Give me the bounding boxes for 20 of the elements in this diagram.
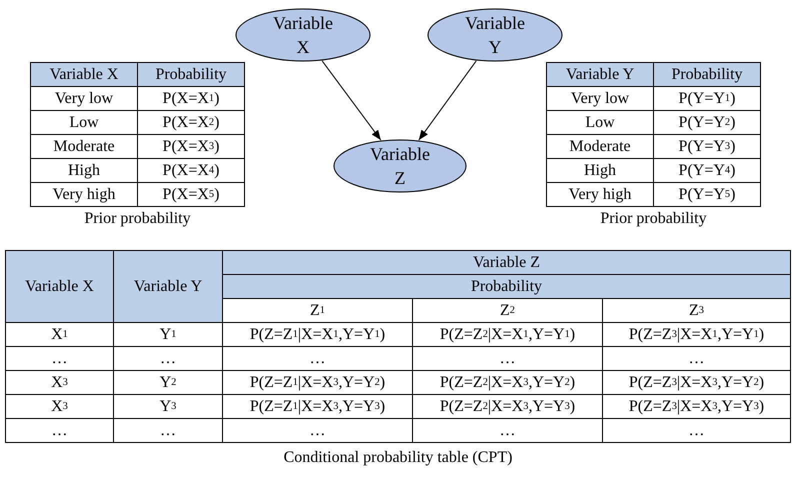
header-cell: Probability	[222, 274, 791, 299]
table-caption: Prior probability	[83, 210, 192, 229]
table-cell: …	[602, 418, 791, 443]
header-cell: Probability	[137, 62, 245, 87]
arrow	[418, 60, 477, 141]
table-caption: Prior probability	[599, 210, 708, 229]
header-cell: Variable Y	[113, 250, 223, 323]
node-label: Variable Z	[369, 143, 431, 190]
table-cell: …	[5, 418, 114, 443]
header-cell: Probability	[653, 62, 761, 87]
header-cell: Variable X	[5, 250, 114, 323]
header-cell: Variable Y	[546, 62, 654, 87]
header-cell: Variable X	[30, 62, 138, 87]
node-label: Variable X	[272, 12, 334, 59]
node-label: Variable Y	[464, 12, 526, 59]
table-caption: Conditional probability table (CPT)	[282, 449, 514, 468]
table-cell: Very high	[30, 182, 138, 207]
arrow	[322, 60, 382, 141]
table-cell: Very high	[546, 182, 654, 207]
header-cell: Variable Z	[222, 250, 791, 275]
